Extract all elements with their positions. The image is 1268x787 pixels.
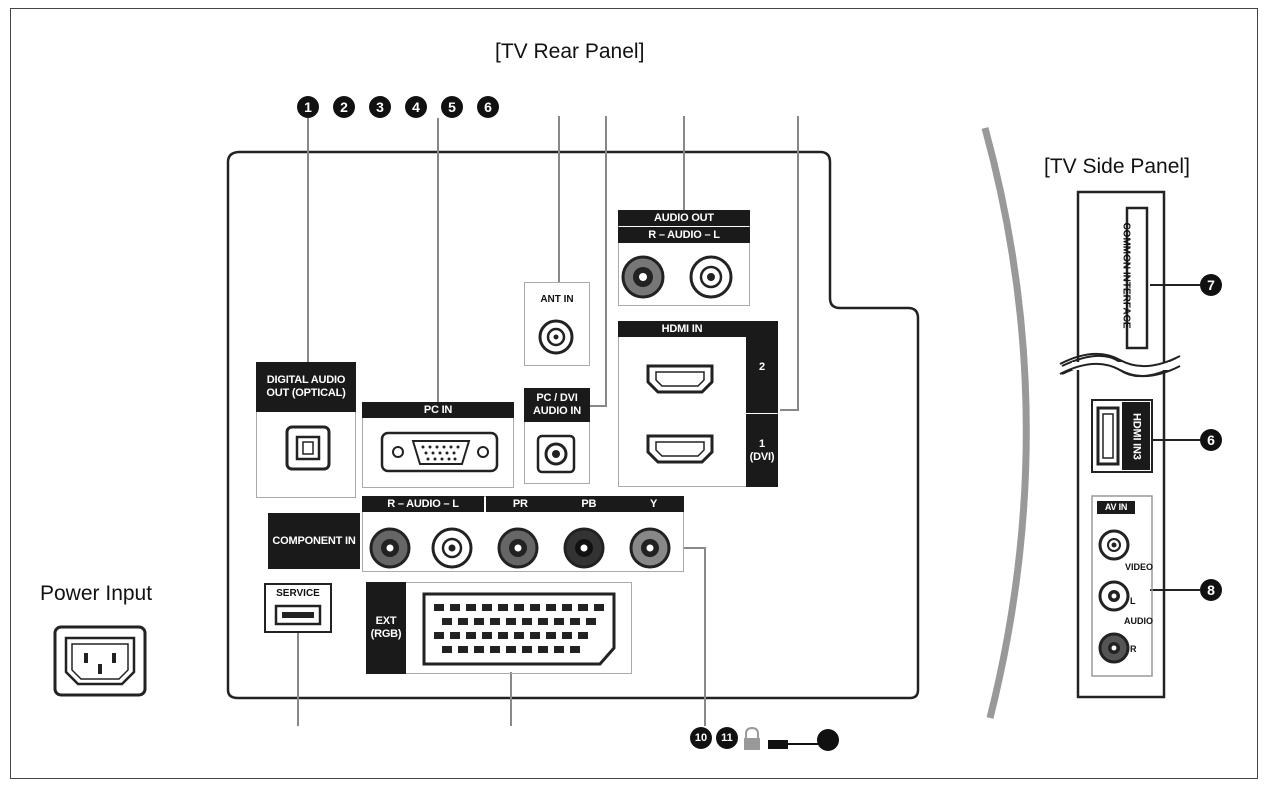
audio-label: AUDIO (1124, 616, 1153, 626)
callout-6: 6 (477, 96, 499, 118)
digital-audio-out-label: DIGITAL AUDIO OUT (OPTICAL) (256, 362, 356, 412)
hdmi-in-label: HDMI IN (618, 321, 746, 337)
y-label: Y (650, 497, 658, 510)
lock-cable-icon (817, 729, 839, 751)
side-divider-curve (981, 127, 1030, 719)
callout-6-side: 6 (1200, 429, 1222, 451)
pc-in-label: PC IN (362, 402, 514, 418)
component-in-label: COMPONENT IN (268, 513, 360, 569)
pr-label: PR (512, 497, 528, 510)
pc-dvi-audio-in-label: PC / DVI AUDIO IN (524, 388, 590, 422)
service-box (264, 583, 332, 633)
side-panel-title: [TV Side Panel] (1044, 155, 1190, 178)
audio-out-rl-label: R – AUDIO – L (618, 227, 750, 243)
component-audio-label: R – AUDIO – L (362, 496, 484, 512)
callout-11: 11 (716, 727, 738, 749)
av-in-label: AV IN (1097, 501, 1135, 514)
common-interface-label: COMMON INTERFACE (1120, 222, 1132, 329)
hdmi-1-dvi-label: 1 (DVI) (746, 414, 778, 487)
callout-3: 3 (369, 96, 391, 118)
power-input-title: Power Input (40, 582, 153, 605)
callout-4: 4 (405, 96, 427, 118)
pb-label: PB (581, 497, 597, 510)
hdmi-in3-label: HDMI IN3 (1122, 402, 1150, 470)
callout-10: 10 (690, 727, 712, 749)
callout-8: 8 (1200, 579, 1222, 601)
r-label: R (1130, 644, 1137, 654)
audio-out-label: AUDIO OUT (618, 210, 750, 226)
diagram-frame (10, 8, 1258, 779)
l-label: L (1130, 596, 1136, 606)
video-label: VIDEO (1125, 562, 1154, 572)
callout-1: 1 (297, 96, 319, 118)
callout-7: 7 (1200, 274, 1222, 296)
callout-5: 5 (441, 96, 463, 118)
ext-rgb-label: EXT (RGB) (366, 582, 406, 674)
hdmi-2-label: 2 (746, 321, 778, 413)
callout-2: 2 (333, 96, 355, 118)
ant-in-label: ANT IN (540, 294, 574, 305)
side-panel-outline (1076, 190, 1166, 699)
component-video-labels: PR PB Y (486, 496, 684, 512)
ant-in-box (524, 282, 590, 366)
service-label: SERVICE (276, 588, 320, 599)
rear-panel-title: [TV Rear Panel] (495, 40, 645, 63)
rear-panel-outline (226, 150, 920, 700)
lock-icon (745, 726, 759, 738)
